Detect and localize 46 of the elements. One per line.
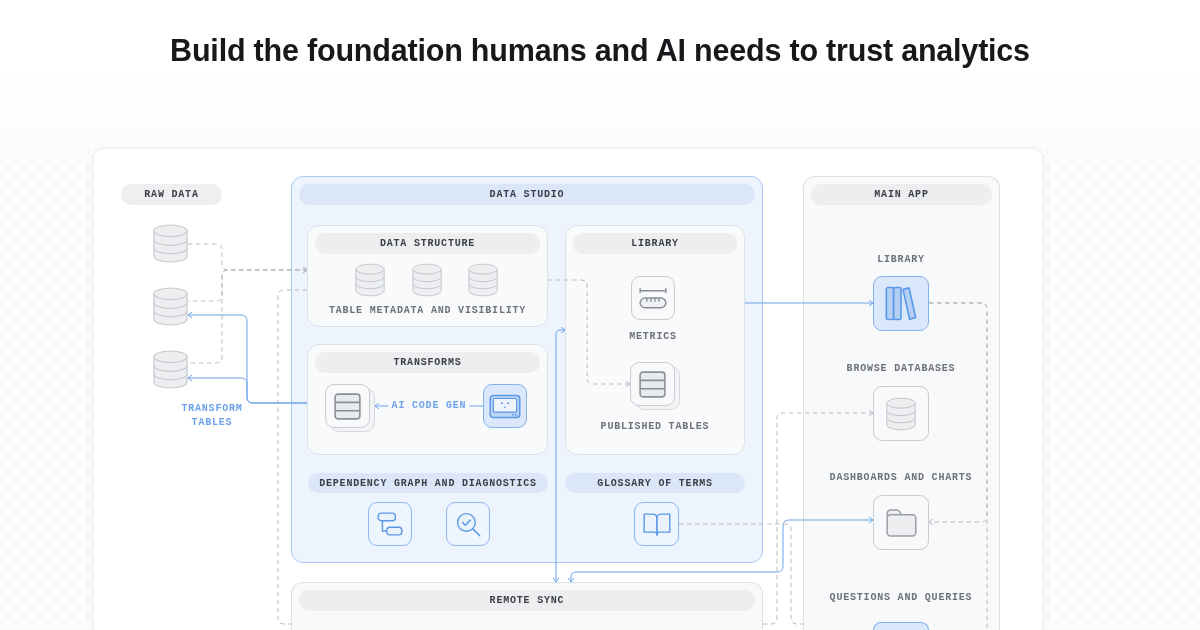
label-pill: RAW DATA <box>121 184 222 205</box>
arrow <box>187 374 308 404</box>
icon-tile <box>873 276 929 331</box>
arrow <box>744 299 874 307</box>
dashed-connector-line <box>277 289 308 625</box>
database-cylinder <box>153 224 188 263</box>
icon-tile <box>873 495 929 550</box>
section-header: TRANSFORMS <box>315 352 540 373</box>
section-panel <box>291 176 763 563</box>
icon-tile <box>873 622 929 630</box>
database-cylinder <box>153 350 188 389</box>
icon-tile <box>483 384 527 428</box>
section-panel <box>307 344 548 455</box>
icon-tile <box>634 502 679 546</box>
icon-tile <box>631 276 675 320</box>
node-label: METRICS <box>629 331 677 343</box>
double-arrow <box>552 326 566 583</box>
icon-tile <box>446 502 490 546</box>
section-panel <box>565 225 745 455</box>
section-header: LIBRARY <box>573 233 737 254</box>
dashed-arrow <box>547 279 631 388</box>
section-panel <box>307 225 548 327</box>
icon-tile <box>368 502 412 546</box>
node-label: DASHBOARDS AND CHARTS <box>829 472 973 484</box>
double-arrow <box>567 516 874 583</box>
database-cylinder <box>153 287 188 326</box>
node-label: BROWSE DATABASES <box>846 363 956 375</box>
node-label: LIBRARY <box>877 254 925 266</box>
section-header: REMOTE SYNC <box>299 590 755 611</box>
label-pill: GLOSSARY OF TERMS <box>565 473 745 493</box>
dashed-connector-line <box>928 302 988 630</box>
section-header: MAIN APP <box>811 184 992 205</box>
dashed-arrow <box>762 409 874 625</box>
node-label: QUESTIONS AND QUERIES <box>829 592 973 604</box>
section-header: DATA STUDIO <box>299 184 755 205</box>
section-panel <box>803 176 1000 630</box>
section-panel <box>291 582 763 630</box>
stacked-icon-tile <box>630 362 680 410</box>
node-label: TABLE METADATA AND VISIBILITY <box>328 305 527 317</box>
icon-tile <box>873 386 929 441</box>
node-label: PUBLISHED TABLES <box>600 421 710 433</box>
label-pill: DEPENDENCY GRAPH AND DIAGNOSTICS <box>308 473 548 493</box>
stacked-icon-tile <box>325 384 375 432</box>
dashed-connector-line <box>678 523 804 625</box>
section-header: DATA STRUCTURE <box>315 233 540 254</box>
title: Build the foundation humans and AI needs to trust analytics <box>170 32 1030 70</box>
